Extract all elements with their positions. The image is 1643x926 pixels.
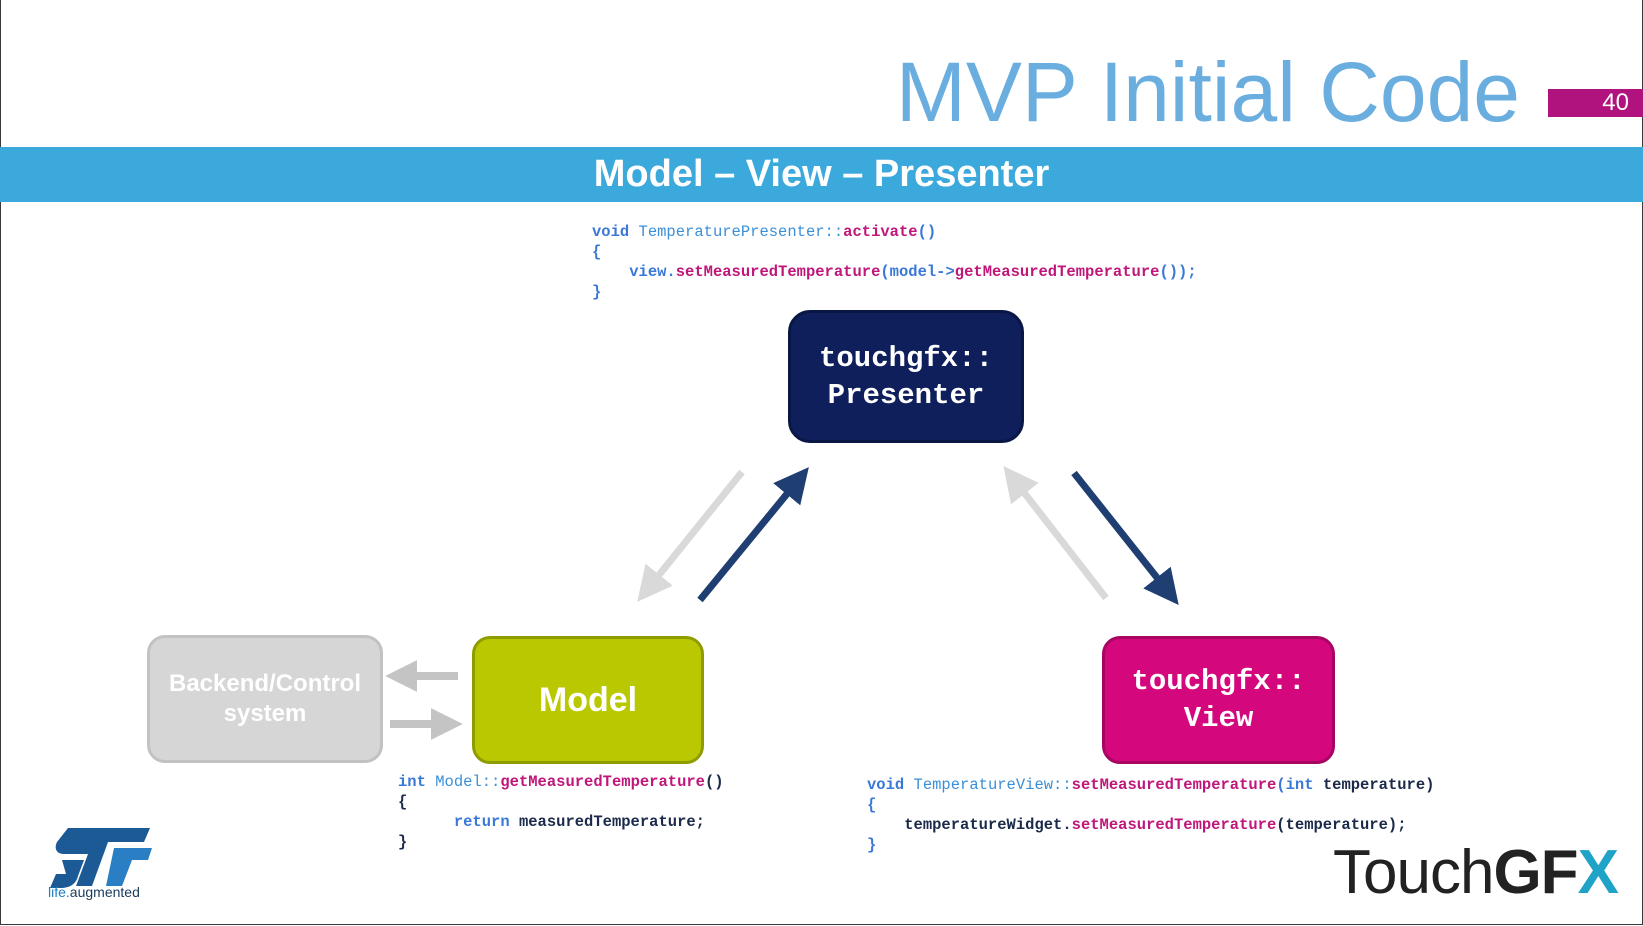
code-brace: { bbox=[592, 243, 602, 261]
st-tagline: life.augmented bbox=[48, 884, 140, 900]
presenter-line-1: touchgfx:: bbox=[818, 341, 994, 375]
code-function: getMeasuredTemperature bbox=[500, 773, 705, 791]
touchgfx-logo-touch: Touch bbox=[1333, 838, 1494, 907]
code-function: getMeasuredTemperature bbox=[954, 263, 1160, 281]
backend-box: Backend/Control system bbox=[147, 635, 383, 763]
code-brace: { bbox=[867, 796, 877, 814]
st-tagline-part-1: life. bbox=[48, 884, 70, 900]
backend-line-1: Backend/Control bbox=[168, 670, 362, 697]
slide-title: MVP Initial Code bbox=[895, 45, 1520, 139]
code-keyword: void bbox=[592, 223, 630, 241]
model-code: int Model::getMeasuredTemperature(){ ret… bbox=[398, 772, 724, 852]
band-title: Model – View – Presenter bbox=[593, 153, 1050, 195]
code-line-1: void TemperaturePresenter::activate() bbox=[592, 222, 1197, 242]
code-function: activate bbox=[843, 223, 918, 241]
arrow-model-to-presenter bbox=[697, 467, 809, 603]
code-line-4: } bbox=[592, 282, 1197, 302]
presenter-line-2: Presenter bbox=[827, 378, 985, 412]
code-line-1: void TemperatureView::setMeasuredTempera… bbox=[867, 775, 1434, 795]
code-parens: () bbox=[704, 773, 724, 791]
touchgfx-logo-x: X bbox=[1577, 838, 1619, 907]
code-class: TemperatureView:: bbox=[913, 776, 1072, 794]
code-brace: } bbox=[592, 283, 602, 301]
touchgfx-logo: TouchGFX bbox=[1333, 838, 1619, 908]
header-band bbox=[0, 147, 1643, 202]
code-keyword: return bbox=[453, 813, 510, 831]
code-brace: } bbox=[398, 833, 408, 851]
code-line-3: temperatureWidget.setMeasuredTemperature… bbox=[867, 815, 1434, 835]
st-logo-icon bbox=[50, 828, 152, 888]
arrow-view-to-presenter bbox=[1003, 465, 1109, 601]
backend-line-2: system bbox=[223, 700, 307, 727]
code-param: temperature) bbox=[1322, 776, 1435, 794]
code-line-2: { bbox=[867, 795, 1434, 815]
code-parens: () bbox=[917, 223, 937, 241]
code-keyword: int bbox=[398, 773, 426, 791]
touchgfx-logo-gf: GF bbox=[1493, 838, 1578, 907]
presenter-box: touchgfx::Presenter bbox=[788, 310, 1024, 443]
code-end: (temperature); bbox=[1276, 816, 1407, 834]
code-brace: { bbox=[398, 793, 408, 811]
page-number-badge: 40 bbox=[1548, 89, 1643, 117]
view-code: void TemperatureView::setMeasuredTempera… bbox=[867, 775, 1434, 855]
code-line-2: { bbox=[398, 792, 724, 812]
code-brace: } bbox=[867, 836, 877, 854]
code-line-4: } bbox=[398, 832, 724, 852]
view-box: touchgfx::View bbox=[1102, 636, 1335, 764]
view-line-1: touchgfx:: bbox=[1131, 665, 1306, 698]
code-param-type: (int bbox=[1276, 776, 1314, 794]
code-line-3: view.setMeasuredTemperature(model->getMe… bbox=[592, 262, 1197, 282]
code-line-1: int Model::getMeasuredTemperature() bbox=[398, 772, 724, 792]
code-line-3: return measuredTemperature; bbox=[398, 812, 724, 832]
code-function: setMeasuredTemperature bbox=[1071, 776, 1277, 794]
code-class: Model:: bbox=[435, 773, 501, 791]
code-return-value: measuredTemperature; bbox=[518, 813, 705, 831]
code-end: ()); bbox=[1159, 263, 1197, 281]
model-box: Model bbox=[472, 636, 704, 764]
presenter-code: void TemperaturePresenter::activate(){ v… bbox=[592, 222, 1197, 302]
view-line-2: View bbox=[1183, 702, 1254, 735]
arrow-presenter-to-view bbox=[1071, 470, 1179, 605]
code-object: view. bbox=[629, 263, 676, 281]
code-line-4: } bbox=[867, 835, 1434, 855]
code-keyword: void bbox=[867, 776, 905, 794]
code-class: TemperaturePresenter:: bbox=[638, 223, 844, 241]
code-line-2: { bbox=[592, 242, 1197, 262]
code-function: setMeasuredTemperature bbox=[675, 263, 881, 281]
arrow-presenter-to-model bbox=[637, 469, 745, 602]
st-tagline-part-2: augmented bbox=[69, 884, 140, 900]
model-label: Model bbox=[538, 680, 638, 719]
code-args: (model-> bbox=[880, 263, 955, 281]
code-object: temperatureWidget. bbox=[904, 816, 1072, 834]
code-function: setMeasuredTemperature bbox=[1071, 816, 1277, 834]
